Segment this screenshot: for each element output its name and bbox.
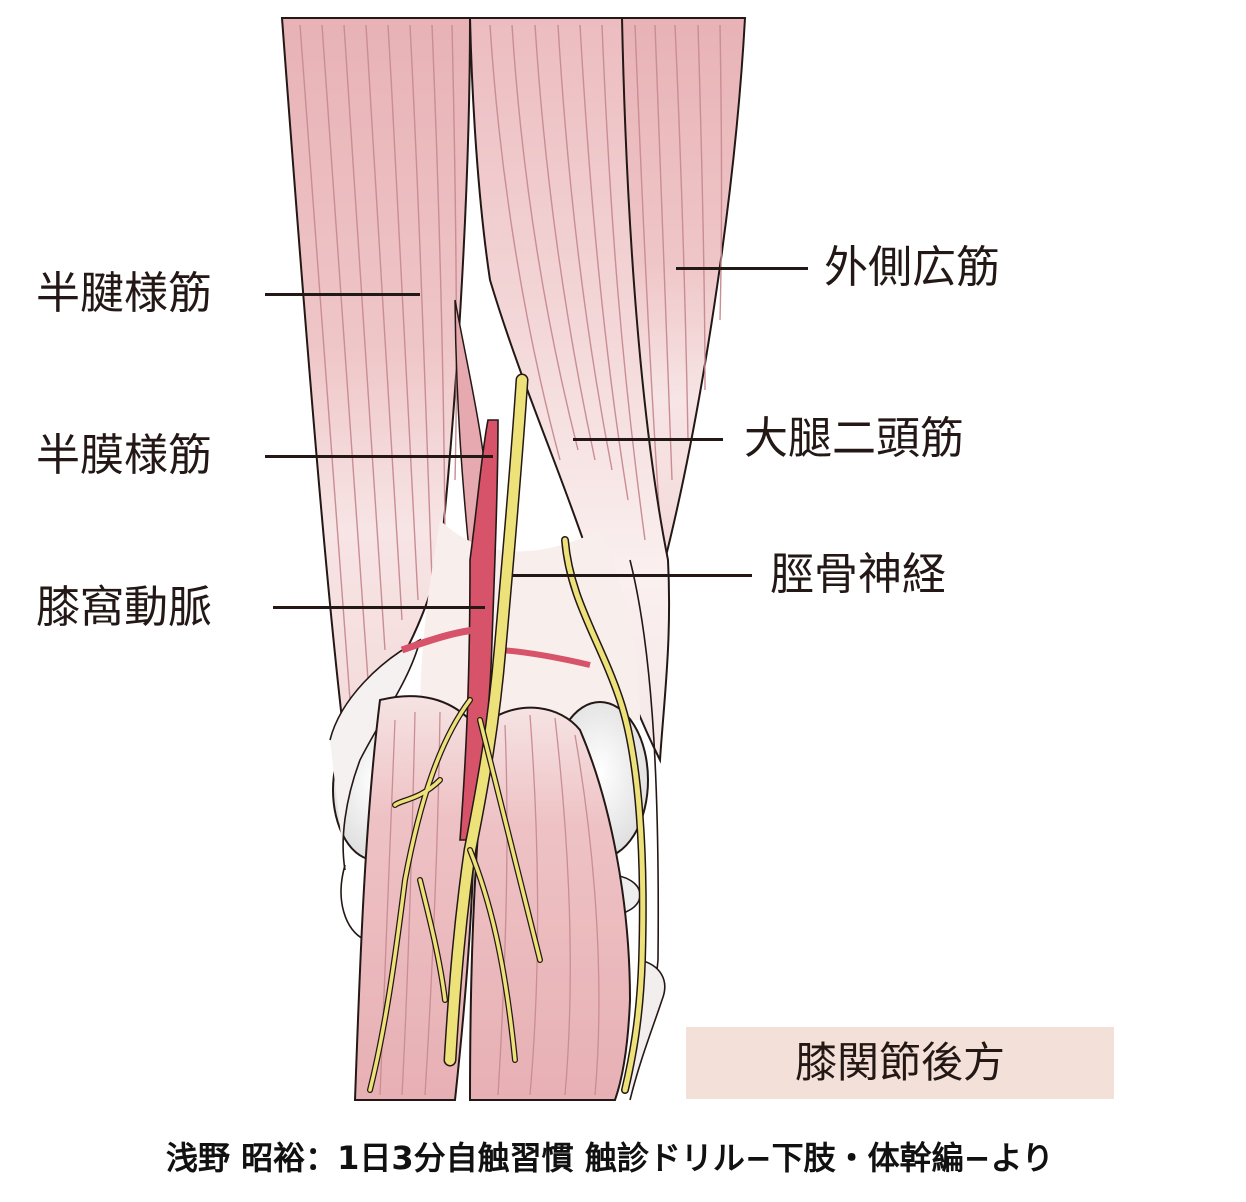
leader-biceps-femoris (573, 438, 723, 441)
popliteal-artery (400, 419, 591, 841)
label-vastus-lateralis: 外側広筋 (824, 242, 1000, 293)
label-biceps-femoris: 大腿二頭筋 (744, 413, 964, 464)
leader-semitendinosus (265, 293, 420, 296)
leader-semimembranosus (265, 455, 493, 458)
caption-box: 膝関節後方 (686, 1027, 1114, 1099)
label-popliteal-artery: 膝窩動脈 (36, 582, 212, 633)
leader-popliteal-artery (273, 606, 485, 609)
source-credit: 浅野 昭裕：1日3分自触習慣 触診ドリル−下肢・体幹編−より (166, 1139, 1054, 1177)
caption-text: 膝関節後方 (794, 1038, 1005, 1087)
label-semimembranosus: 半膜様筋 (36, 430, 212, 481)
tibial-nerve (367, 373, 647, 1094)
leader-tibial-nerve (512, 574, 752, 577)
label-tibial-nerve: 脛骨神経 (770, 549, 946, 600)
label-semitendinosus: 半腱様筋 (36, 268, 212, 319)
leader-vastus-lateralis (676, 267, 808, 270)
